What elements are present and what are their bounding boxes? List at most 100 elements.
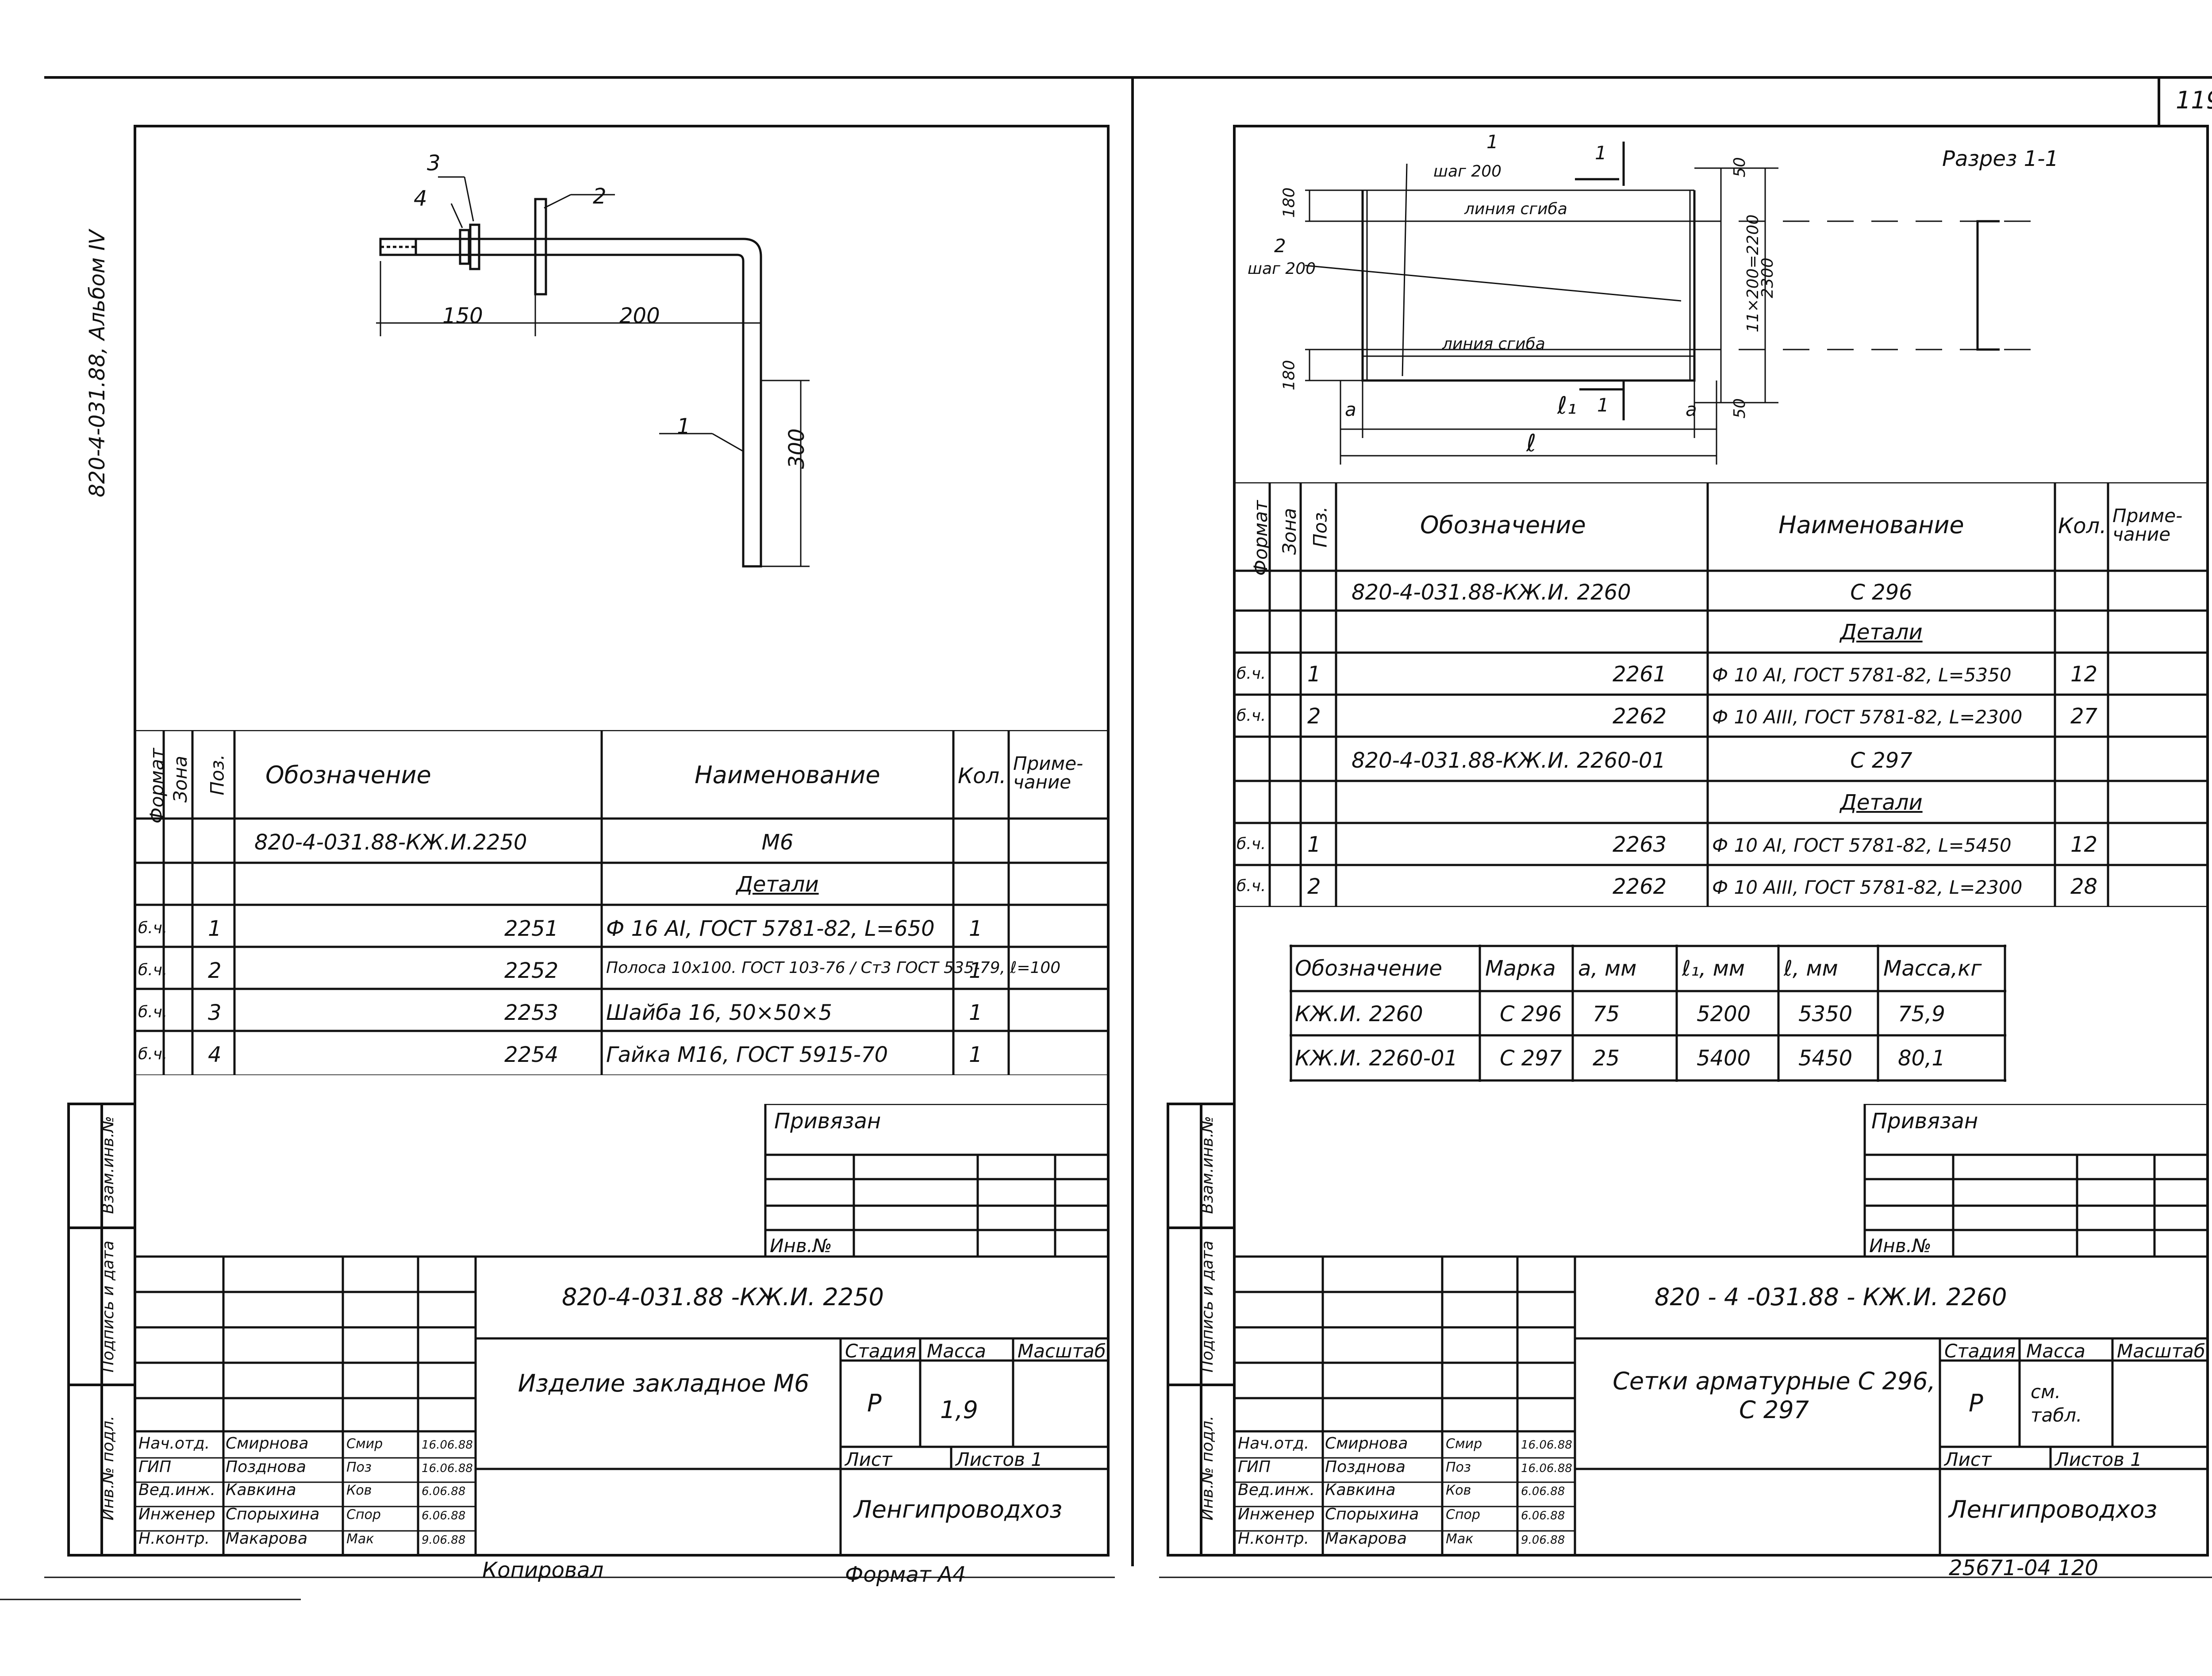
right-spec-grid xyxy=(1234,482,2208,907)
spec-row-oboz: 2251 xyxy=(504,916,559,941)
param-cell: 5200 xyxy=(1697,1002,1751,1026)
spec-row-kol: 28 xyxy=(2070,874,2098,899)
signer-name: Кавкина xyxy=(226,1481,296,1499)
left-spec-h-format: Формат xyxy=(146,748,168,824)
right-massa-h: Масса xyxy=(2026,1340,2085,1362)
right-spec-h-poz: Поз. xyxy=(1309,506,1331,548)
spec-row-oboz: 2261 xyxy=(1613,662,1667,687)
right-org: Ленгипроводхоз xyxy=(1949,1495,2158,1523)
album-label: 820-4-031.88, Альбом IV xyxy=(85,230,110,498)
right-listov-h: Листов 1 xyxy=(2055,1449,2142,1470)
signer-role: Вед.инж. xyxy=(1238,1481,1315,1499)
left-listov-h: Листов 1 xyxy=(956,1449,1043,1470)
right-spec-h-format: Формат xyxy=(1250,500,1272,576)
dim-300: 300 xyxy=(784,428,809,469)
param-cell: КЖ.И. 2260-01 xyxy=(1295,1046,1458,1071)
signer-role: Н.контр. xyxy=(1238,1530,1310,1548)
side-stamp-podpis: Подпись и дата xyxy=(99,1240,117,1373)
mesh-a1: a xyxy=(1345,399,1356,420)
spec-row-kol: 27 xyxy=(2070,704,2098,729)
param-table-grid xyxy=(1290,945,2006,1082)
right-spec-h-kol: Кол. xyxy=(2058,514,2107,538)
right-stadiya-val: Р xyxy=(1969,1389,1983,1417)
side-stamp-podpis-r: Подпись и дата xyxy=(1198,1240,1217,1373)
kopiroval-label: Копировал xyxy=(482,1558,604,1583)
spec-row-naim: Ф 10 AI, ГОСТ 5781-82, L=5350 xyxy=(1712,664,2012,686)
spec-row-oboz: 2262 xyxy=(1613,704,1667,729)
param-cell: 5350 xyxy=(1798,1002,1853,1026)
signer-name: Кавкина xyxy=(1325,1481,1396,1499)
left-title-block-grid xyxy=(135,1104,1108,1555)
signer-signature: Смир xyxy=(1446,1436,1482,1452)
right-inv-no: Инв.№ xyxy=(1869,1235,1932,1257)
mesh-d50b: 50 xyxy=(1730,398,1749,419)
spec-row-naim: С 297 xyxy=(1850,748,1912,773)
left-massa-h: Масса xyxy=(927,1340,986,1362)
spec-row-naim: М6 xyxy=(761,830,794,855)
pos1-label: 1 xyxy=(677,414,691,439)
signer-name: Макарова xyxy=(1325,1530,1407,1548)
spec-row-format: б.ч. xyxy=(138,919,168,937)
param-cell: С 297 xyxy=(1500,1046,1562,1071)
signer-date: 9.06.88 xyxy=(1521,1534,1565,1547)
signer-name: Спорыхина xyxy=(226,1505,320,1523)
signer-role: Нач.отд. xyxy=(138,1434,210,1453)
spec-row-oboz: 2252 xyxy=(504,958,559,983)
signer-signature: Мак xyxy=(346,1531,374,1547)
mesh-drawing xyxy=(1305,142,2039,465)
spec-row-oboz: 2253 xyxy=(504,1000,559,1025)
param-cell: 80,1 xyxy=(1898,1046,1945,1071)
spec-row-format: б.ч. xyxy=(1237,877,1266,895)
right-list-h: Лист xyxy=(1944,1449,1992,1470)
left-spec-h-naim: Наименование xyxy=(695,761,880,789)
spec-row-oboz: 820-4-031.88-КЖ.И. 2260 xyxy=(1352,580,1631,605)
param-cell: 5450 xyxy=(1798,1046,1853,1071)
signer-name: Позднова xyxy=(1325,1458,1406,1476)
signer-name: Смирнова xyxy=(226,1434,309,1453)
left-spec-h-prim: Приме-чание xyxy=(1013,753,1083,793)
signer-signature: Ков xyxy=(1446,1483,1471,1498)
pos4-label: 4 xyxy=(414,186,427,211)
spec-row-naim: Ф 10 AIII, ГОСТ 5781-82, L=2300 xyxy=(1712,876,2023,898)
param-cell: КЖ.И. 2260 xyxy=(1295,1002,1423,1026)
signer-name: Макарова xyxy=(226,1530,308,1548)
spec-row-poz: 1 xyxy=(208,916,222,941)
signer-date: 16.06.88 xyxy=(422,1462,473,1475)
param-cell: 5400 xyxy=(1697,1046,1751,1071)
right-title-block-grid xyxy=(1234,1104,2208,1555)
signer-date: 6.06.88 xyxy=(1521,1509,1565,1522)
spec-row-format: б.ч. xyxy=(138,1003,168,1021)
mesh-d2300: 2300 xyxy=(1758,258,1777,298)
param-header: ℓ₁, мм xyxy=(1682,956,1745,981)
signer-date: 6.06.88 xyxy=(422,1485,466,1498)
left-spec-h-oboz: Обозначение xyxy=(265,761,431,789)
signer-date: 16.06.88 xyxy=(422,1438,473,1452)
param-header: ℓ, мм xyxy=(1784,956,1838,981)
signer-name: Спорыхина xyxy=(1325,1505,1419,1523)
left-list-h: Лист xyxy=(845,1449,892,1470)
dim-200: 200 xyxy=(619,304,660,328)
mesh-sec-bot: 1 xyxy=(1597,394,1609,416)
signer-signature: Спор xyxy=(1446,1507,1480,1522)
spec-row-naim: Детали xyxy=(1840,620,1923,645)
signer-role: Инженер xyxy=(1238,1505,1315,1523)
signer-role: Нач.отд. xyxy=(1238,1434,1310,1453)
spec-row-kol: 1 xyxy=(969,958,983,983)
spec-row-poz: 1 xyxy=(1307,832,1321,857)
left-stadiya-h: Стадия xyxy=(845,1340,917,1362)
right-spec-h-oboz: Обозначение xyxy=(1420,511,1586,539)
mesh-a2: a xyxy=(1686,399,1697,420)
mesh-pos1: 1 xyxy=(1486,131,1498,153)
spec-row-kol: 1 xyxy=(969,1000,983,1025)
right-title-code: 820 - 4 -031.88 - КЖ.И. 2260 xyxy=(1655,1283,2007,1311)
pos2-label: 2 xyxy=(593,184,607,209)
spec-row-naim: Детали xyxy=(736,872,819,897)
left-org: Ленгипроводхоз xyxy=(854,1495,1063,1523)
left-privyazan: Привязан xyxy=(774,1109,881,1134)
signer-role: Вед.инж. xyxy=(138,1481,215,1499)
right-spec-h-naim: Наименование xyxy=(1778,511,1964,539)
side-stamp-inv-podl: Инв.№ подл. xyxy=(99,1415,117,1521)
spec-row-naim: Гайка М16, ГОСТ 5915-70 xyxy=(606,1042,888,1067)
